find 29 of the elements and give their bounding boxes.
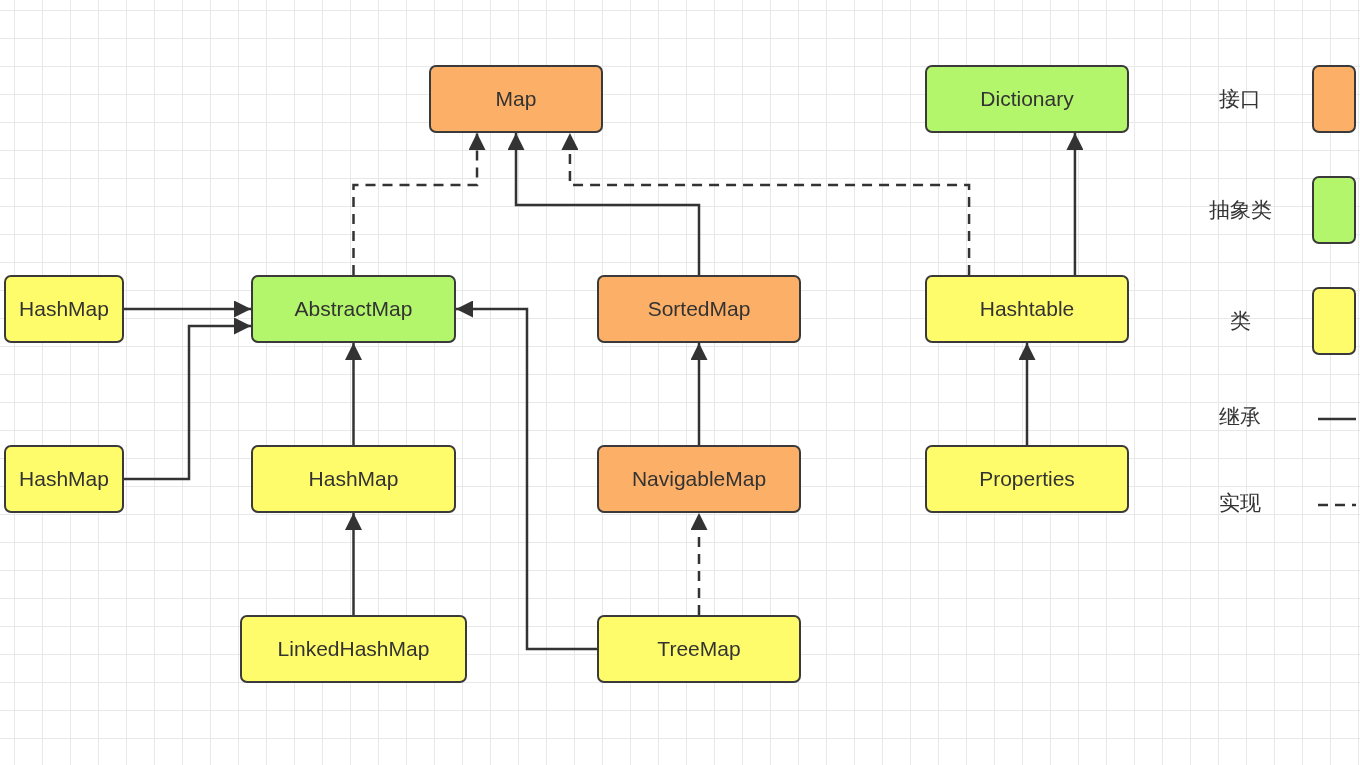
legend-label: 接口 bbox=[1219, 86, 1261, 113]
arrow bbox=[507, 133, 701, 275]
class-box: HashMap bbox=[251, 445, 456, 513]
legend-label: 抽象类 bbox=[1208, 197, 1272, 224]
interface-box: Map bbox=[429, 65, 603, 133]
abstract-class-box: Dictionary bbox=[925, 65, 1129, 133]
interface-box: NavigableMap bbox=[597, 445, 801, 513]
interface-box: SortedMap bbox=[597, 275, 801, 343]
class-box: HashMap bbox=[4, 445, 124, 513]
arrow bbox=[124, 317, 251, 481]
arrow bbox=[345, 513, 362, 615]
legend-label: 类 bbox=[1229, 308, 1251, 335]
arrow bbox=[1018, 343, 1036, 445]
class-box: LinkedHashMap bbox=[240, 615, 467, 683]
arrow bbox=[124, 300, 251, 318]
dashed-arrow bbox=[561, 133, 971, 275]
abstract-class-box: AbstractMap bbox=[251, 275, 456, 343]
arrow bbox=[345, 343, 362, 445]
class-box: Hashtable bbox=[925, 275, 1129, 343]
dashed-arrow bbox=[352, 133, 486, 275]
dashed-arrow bbox=[690, 513, 708, 615]
arrow bbox=[690, 343, 708, 445]
class-box: HashMap bbox=[4, 275, 124, 343]
legend-label: 实现 bbox=[1219, 490, 1261, 517]
arrow bbox=[456, 300, 597, 651]
class-box: Properties bbox=[925, 445, 1129, 513]
class-box: TreeMap bbox=[597, 615, 801, 683]
arrow bbox=[1066, 133, 1084, 275]
legend-label: 继承 bbox=[1219, 404, 1261, 431]
